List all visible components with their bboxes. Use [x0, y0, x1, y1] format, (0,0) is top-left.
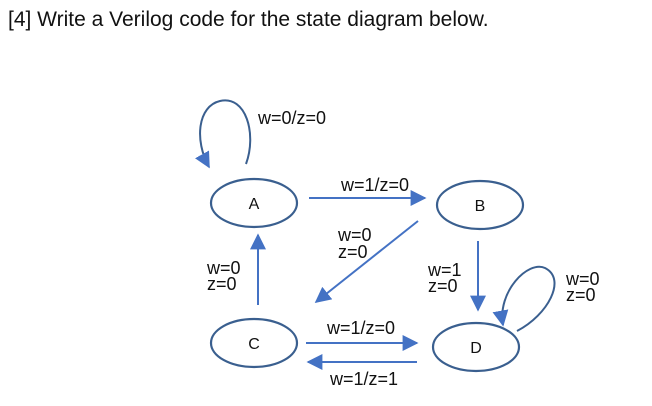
state-D: D	[431, 321, 521, 373]
state-A: A	[209, 177, 299, 229]
state-B-circle	[435, 179, 525, 231]
label-C-to-A-line1: w=0	[206, 258, 241, 278]
label-C-to-A-line2: z=0	[207, 274, 237, 294]
state-D-circle	[431, 321, 521, 373]
label-B-to-C-line1: w=0	[337, 225, 372, 245]
label-B-to-D-line2: z=0	[428, 276, 458, 296]
state-A-circle	[209, 177, 299, 229]
state-A-label: A	[249, 196, 260, 213]
label-A-self: w=0/z=0	[257, 108, 326, 128]
state-C-label: C	[248, 336, 260, 353]
state-C: C	[209, 317, 299, 369]
edge-D-self	[492, 265, 556, 332]
edge-A-self	[195, 99, 252, 169]
label-D-self-line1: w=0	[565, 269, 600, 289]
label-B-to-D-line1: w=1	[427, 260, 462, 280]
question-text: [4] Write a Verilog code for the state d…	[8, 8, 489, 31]
label-C-to-D: w=1/z=0	[326, 318, 395, 338]
label-A-to-B: w=1/z=0	[340, 175, 409, 195]
state-B-label: B	[475, 198, 486, 215]
state-B: B	[435, 179, 525, 231]
edge-B-to-C	[314, 220, 419, 303]
label-D-self-line2: z=0	[566, 285, 596, 305]
state-C-circle	[209, 317, 299, 369]
state-D-label: D	[470, 340, 482, 357]
label-B-to-C-line2: z=0	[338, 242, 368, 262]
label-D-to-C: w=1/z=1	[329, 369, 398, 389]
